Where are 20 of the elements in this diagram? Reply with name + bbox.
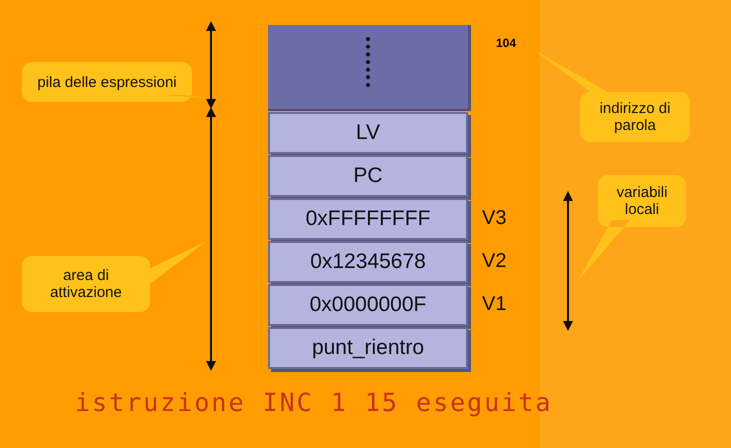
callout-bubble (22, 62, 206, 102)
stack-cell: PC (268, 155, 468, 197)
callout-bubble (577, 175, 686, 282)
variable-label: V2 (482, 250, 506, 273)
stack-cell: 0xFFFFFFFF (268, 198, 468, 240)
callout-text: pila delle espressioni (36, 72, 178, 92)
callout-text: indirizzo di parola (598, 99, 672, 136)
caption: istruzione INC 1 15 eseguita (75, 388, 552, 417)
stack-top-box (268, 25, 468, 111)
callout-bubble (534, 50, 690, 142)
callout-bubble (22, 242, 205, 312)
variable-label: V3 (482, 207, 506, 230)
variable-label: V1 (482, 293, 506, 316)
stack-cell: LV (268, 112, 468, 154)
stack-cell: 0x12345678 (268, 241, 468, 283)
callout-text: variabili locali (616, 183, 668, 220)
address-label: 104 (496, 36, 534, 54)
callout-text: area di attivazione (49, 266, 123, 303)
stack-cell: punt_rientro (268, 327, 468, 369)
stack-cell: 0x0000000F (268, 284, 468, 326)
